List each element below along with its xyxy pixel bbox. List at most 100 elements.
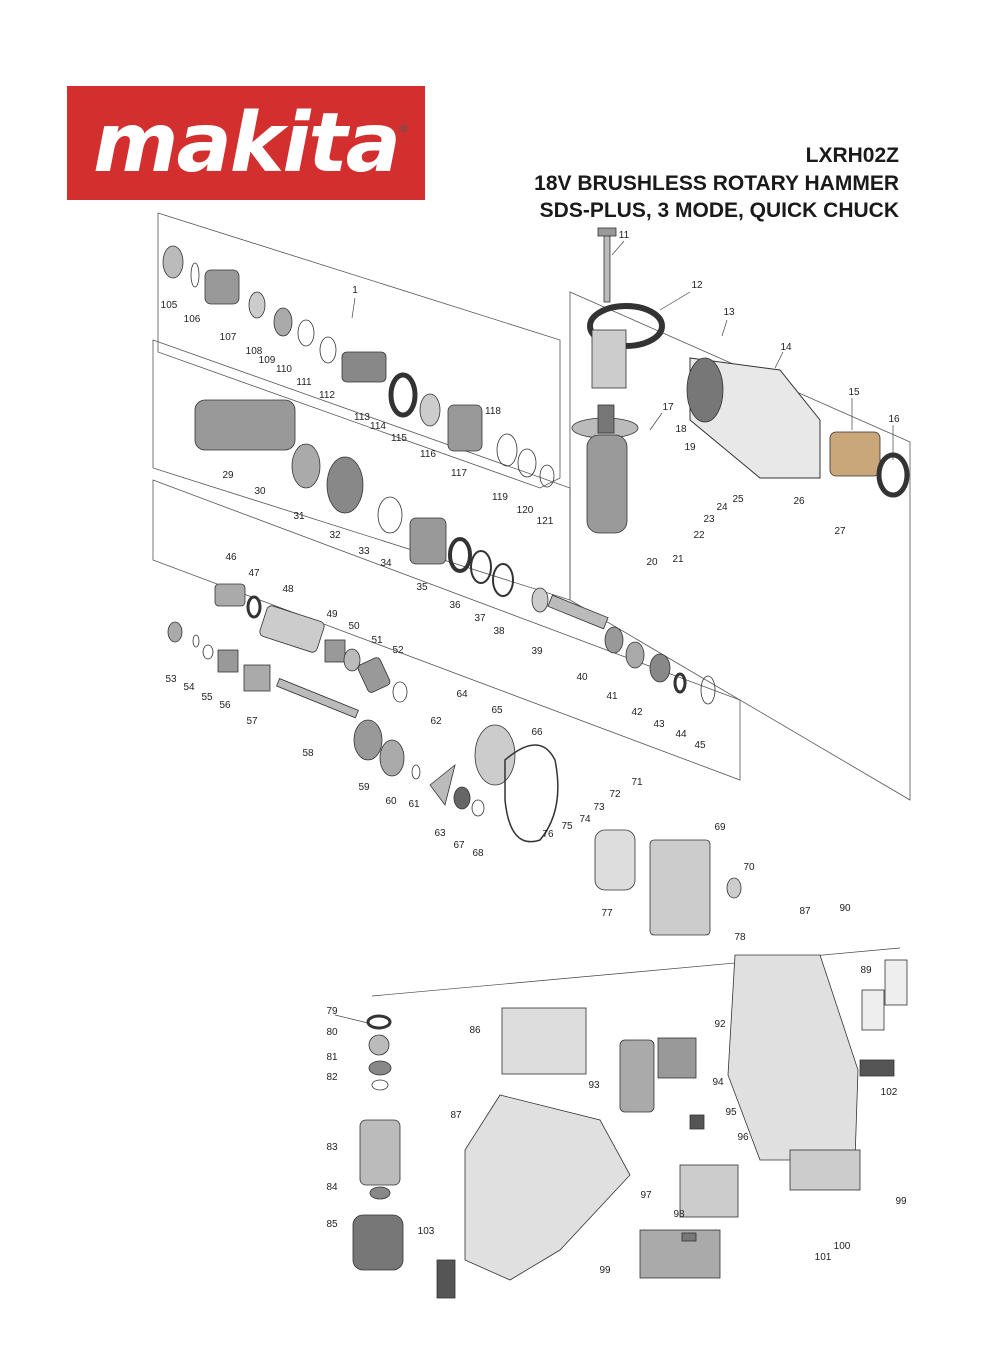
callout-label: 37 [474, 613, 486, 624]
callout-label: 93 [588, 1080, 600, 1091]
callout-label: 71 [631, 777, 643, 788]
callout-label: 36 [449, 600, 461, 611]
callout-label: 13 [723, 307, 735, 318]
callout-label: 59 [358, 782, 370, 793]
callout-label: 113 [354, 412, 370, 423]
callout-label: 83 [326, 1142, 338, 1153]
callout-label: 109 [259, 355, 276, 366]
callout-label: 69 [714, 822, 726, 833]
part-sleeve-16 [829, 431, 881, 477]
callout-label: 30 [254, 486, 266, 497]
logo-wordmark: makita [93, 95, 401, 191]
part-bolt-11 [597, 227, 617, 303]
registered-mark: ® [398, 122, 409, 135]
callout-label: 108 [246, 346, 263, 357]
part-cluster-top [162, 245, 555, 488]
callout-label: 68 [472, 848, 484, 859]
callout-label: 94 [712, 1077, 724, 1088]
callout-label: 15 [848, 387, 860, 398]
callout-label: 97 [640, 1190, 652, 1201]
callout-label: 60 [385, 796, 397, 807]
part-side-handle-13 [571, 404, 639, 534]
callout-label: 40 [576, 672, 588, 683]
callout-label: 117 [451, 468, 467, 479]
callout-label: 87 [799, 906, 811, 917]
callout-label: 120 [517, 505, 534, 516]
callout-label: 56 [219, 700, 231, 711]
callout-label: 82 [326, 1072, 338, 1083]
callout-label: 74 [579, 814, 591, 825]
callout-label: 17 [662, 402, 674, 413]
callout-label: 65 [491, 705, 503, 716]
callout-label: 79 [326, 1006, 338, 1017]
callout-label: 14 [780, 342, 792, 353]
callout-label: 61 [408, 799, 420, 810]
callout-label: 115 [391, 433, 407, 444]
callout-label: 78 [734, 932, 746, 943]
callout-label: 54 [183, 682, 195, 693]
callout-label: 95 [725, 1107, 737, 1118]
callout-label: 102 [881, 1087, 898, 1098]
callout-label: 25 [732, 494, 744, 505]
makita-logo: makita [67, 86, 425, 200]
callout-label: 73 [593, 802, 605, 813]
callout-label: 92 [714, 1019, 726, 1030]
callout-label: 114 [370, 421, 386, 432]
callout-label: 11 [619, 230, 630, 241]
callout-label: 16 [888, 414, 900, 425]
part-housing-15 [686, 357, 821, 479]
callout-label: 87 [450, 1110, 462, 1121]
callout-label: 29 [222, 470, 234, 481]
callout-label: 39 [531, 646, 543, 657]
callout-label: 101 [815, 1252, 832, 1263]
callout-label: 12 [691, 280, 703, 291]
callout-label: 66 [531, 727, 543, 738]
part-cluster-lower [167, 583, 742, 936]
callout-label: 42 [631, 707, 643, 718]
callout-label: 81 [326, 1052, 338, 1063]
callout-label: 105 [161, 300, 178, 311]
callout-label: 47 [248, 568, 260, 579]
callout-label: 46 [225, 552, 237, 563]
callout-label: 32 [329, 530, 341, 541]
callout-label: 80 [326, 1027, 338, 1038]
callout-label: 89 [860, 965, 872, 976]
callout-label: 23 [703, 514, 715, 525]
callout-label: 85 [326, 1219, 338, 1230]
callout-label: 50 [348, 621, 360, 632]
callout-label: 121 [537, 516, 554, 527]
callout-label: 112 [319, 390, 335, 401]
callout-label: 67 [453, 840, 465, 851]
callout-label: 44 [675, 729, 687, 740]
callout-label: 33 [358, 546, 370, 557]
callout-label: 55 [201, 692, 213, 703]
callout-label: 57 [246, 716, 258, 727]
callout-label: 118 [485, 406, 501, 417]
callout-label: 63 [434, 828, 446, 839]
callout-label: 27 [834, 526, 846, 537]
callout-label: 35 [416, 582, 428, 593]
callout-label: 1 [352, 285, 358, 296]
logo-background [67, 86, 425, 200]
callout-label: 70 [743, 862, 755, 873]
product-subtitle: SDS-PLUS, 3 MODE, QUICK CHUCK [539, 199, 899, 222]
callout-label: 51 [371, 635, 383, 646]
callout-label: 20 [646, 557, 658, 568]
callout-label: 90 [839, 903, 851, 914]
callout-label: 77 [601, 908, 613, 919]
callout-label: 84 [326, 1182, 338, 1193]
callout-label: 64 [456, 689, 468, 700]
callout-label: 75 [561, 821, 573, 832]
callout-label: 98 [673, 1209, 685, 1220]
callout-label: 107 [220, 332, 237, 343]
callout-label: 53 [165, 674, 177, 685]
callout-label: 58 [302, 748, 314, 759]
callout-label: 31 [293, 511, 305, 522]
product-title: 18V BRUSHLESS ROTARY HAMMER [534, 172, 899, 195]
part-ring-17 [876, 452, 910, 498]
callout-label: 99 [599, 1265, 611, 1276]
callout-label: 72 [609, 789, 621, 800]
